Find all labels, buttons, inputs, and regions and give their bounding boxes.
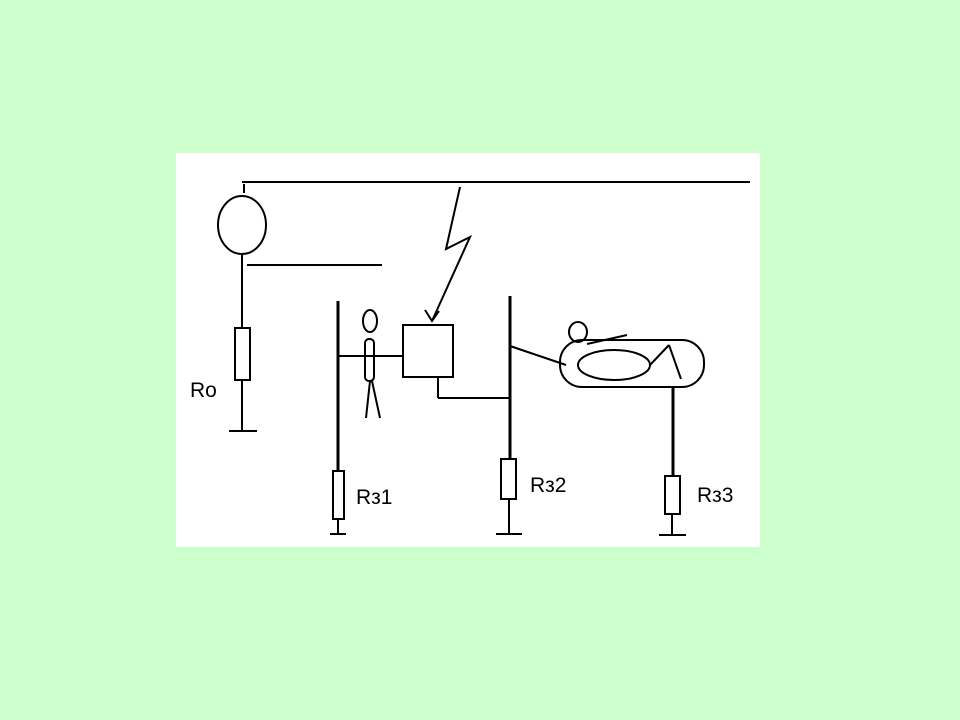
resistor-r0 bbox=[234, 327, 251, 381]
resistor-rz2 bbox=[500, 458, 517, 500]
label-r0: Ro bbox=[190, 379, 217, 402]
label-rz3: Rз3 bbox=[697, 484, 733, 507]
circuit-diagram: Ro Rз1 Rз2 Rз3 bbox=[190, 181, 750, 536]
label-rz1: Rз1 bbox=[356, 486, 392, 509]
lightning-arrowhead bbox=[424, 309, 440, 323]
resistor-rz1 bbox=[332, 470, 345, 520]
diagram-panel: Ro Rз1 Rз2 Rз3 bbox=[176, 153, 760, 547]
contact-wire bbox=[509, 345, 567, 366]
generator-icon bbox=[217, 195, 267, 255]
resistor-rz3 bbox=[664, 475, 681, 515]
label-rz2: Rз2 bbox=[530, 474, 566, 497]
lightning-icon bbox=[431, 186, 473, 322]
person-standing-icon bbox=[338, 309, 404, 419]
person-lying-icon bbox=[559, 321, 705, 388]
equipment-box bbox=[402, 324, 454, 378]
